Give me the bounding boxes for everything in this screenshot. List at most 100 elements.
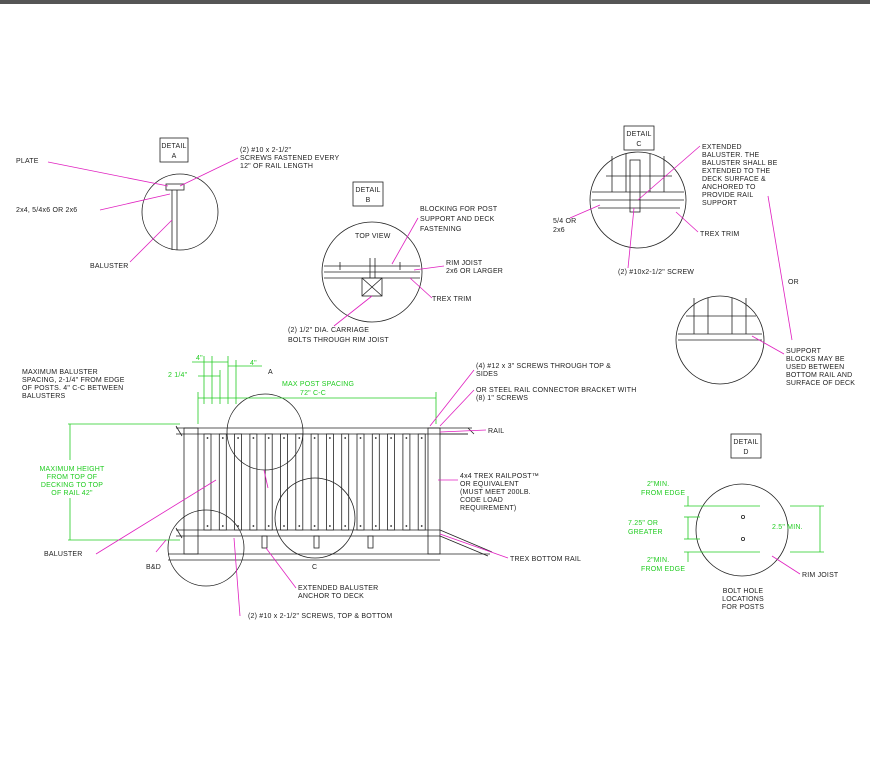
label-screws-top-line2: SIDES <box>476 371 498 378</box>
caption-line3: FOR POSTS <box>722 604 764 611</box>
screw-mark <box>283 525 285 527</box>
label-max-height-line3: DECKING TO TOP <box>41 482 103 489</box>
detail-d-bolt-hole <box>741 515 746 520</box>
leader-blocking <box>391 217 419 265</box>
leader-anchor <box>265 547 297 589</box>
rail-break-right <box>439 529 493 553</box>
label-blocking-line2: SUPPORT AND DECK <box>420 216 495 223</box>
label-support-line4: BOTTOM RAIL AND <box>786 372 852 379</box>
detail-b-tag-line1: DETAIL <box>355 187 380 194</box>
screw-mark <box>206 525 209 527</box>
balusters <box>203 433 426 531</box>
baluster <box>264 433 273 531</box>
leader-post-size <box>99 193 171 211</box>
detail-c-support-circle <box>675 295 765 385</box>
detail-c-tag-line2: C <box>636 141 641 148</box>
leader-screws-top-mid <box>263 469 269 489</box>
label-support-line3: USED BETWEEN <box>786 364 844 371</box>
label-dim-4-left: 4" <box>196 355 203 362</box>
label-bracket-line2: (8) 1" SCREWS <box>476 395 528 402</box>
label-min-bottom-line2: FROM EDGE <box>641 566 685 573</box>
extended-baluster-anchor <box>367 535 374 549</box>
leader-bracket <box>439 389 475 427</box>
label-railpost-line2: OR EQUIVALENT <box>460 481 519 488</box>
leader-extended <box>637 145 701 201</box>
callout-bd-label: B&D <box>146 564 161 571</box>
screw-mark <box>313 437 316 439</box>
label-top-view: TOP VIEW <box>355 233 391 240</box>
rail-break-left <box>175 527 183 539</box>
caption-line1: BOLT HOLE <box>723 588 764 595</box>
right-post <box>427 427 441 555</box>
rail-break-left <box>175 425 183 437</box>
label-max-height-line1: MAXIMUM HEIGHT <box>39 466 105 473</box>
screw-mark <box>390 525 392 527</box>
leader-bd <box>155 539 167 553</box>
label-support-line1: SUPPORT <box>786 348 822 355</box>
detail-d: DETAIL D 2"MIN. FROM EDGE 7.25" OR GREAT… <box>628 433 839 611</box>
screw-mark <box>359 437 362 439</box>
baluster <box>402 433 411 531</box>
baluster <box>371 433 380 531</box>
screw-mark <box>206 437 209 439</box>
label-max-height-line4: OF RAIL 42" <box>51 490 93 497</box>
label-extended-line6: ANCHORED TO <box>702 184 756 191</box>
leader-trim-b <box>409 277 433 299</box>
label-railpost-line5: REQUIREMENT) <box>460 505 516 512</box>
callout-circle-bd <box>167 509 245 587</box>
label-rim-joist-b-line2: 2x6 OR LARGER <box>446 268 503 275</box>
label-blocking-line1: BLOCKING FOR POST <box>420 206 498 213</box>
label-extended-line7: PROVIDE RAIL <box>702 192 753 199</box>
baluster <box>295 433 304 531</box>
label-screw-c: (2) #10x2-1/2" SCREW <box>618 269 694 276</box>
label-extended-line8: SUPPORT <box>702 200 738 207</box>
label-min-top-line1: 2"MIN. <box>647 481 669 488</box>
screw-mark <box>221 437 224 439</box>
screw-mark <box>344 525 347 527</box>
detail-d-tag-line1: DETAIL <box>733 439 758 446</box>
screw-mark <box>329 525 331 527</box>
detail-a-plate-rect <box>165 183 185 191</box>
label-railpost-line3: (MUST MEET 200LB. <box>460 489 531 496</box>
screw-mark <box>267 525 270 527</box>
screw-mark <box>283 437 285 439</box>
screw-mark <box>390 437 392 439</box>
leader-screws <box>179 157 239 187</box>
label-trex-trim-c: TREX TRIM <box>700 231 739 238</box>
label-spacing-line2: SPACING, 2-1/4" FROM EDGE <box>22 377 125 384</box>
leader-baluster <box>129 219 173 263</box>
label-extended-line2: BALUSTER. THE <box>702 152 759 159</box>
label-extended-line5: DECK SURFACE & <box>702 176 766 183</box>
callout-c-label: C <box>312 564 317 571</box>
label-railpost-line4: CODE LOAD <box>460 497 503 504</box>
detail-d-circle <box>695 483 789 577</box>
detail-a-tag-box <box>159 137 189 163</box>
label-bolts-line1: (2) 1/2" DIA. CARRIAGE <box>288 327 369 334</box>
label-spacing-line1: 7.25" OR <box>628 520 658 527</box>
screw-mark <box>329 437 331 439</box>
detail-b-circle <box>321 221 423 323</box>
callout-a-label: A <box>268 369 273 376</box>
detail-c-circle <box>589 151 687 249</box>
label-dim-4-right: 4" <box>250 360 257 367</box>
leader-screws-bottom <box>233 537 241 617</box>
label-extended-line3: BALUSTER SHALL BE <box>702 160 778 167</box>
label-screws-top-line1: (4) #12 x 3" SCREWS THROUGH TOP & <box>476 363 611 370</box>
label-spacing-line2: GREATER <box>628 529 663 536</box>
leader-screws-top <box>429 369 475 427</box>
screw-mark <box>237 437 240 439</box>
screw-mark <box>374 437 377 439</box>
window-top-border <box>0 0 870 4</box>
left-post <box>183 427 199 555</box>
screw-mark <box>313 525 316 527</box>
screw-mark <box>420 437 423 439</box>
extended-baluster-anchor <box>261 535 268 549</box>
label-extended-line1: EXTENDED <box>702 144 742 151</box>
leader-rail <box>439 429 487 433</box>
label-min-top-line2: FROM EDGE <box>641 490 685 497</box>
label-plate: PLATE <box>16 158 39 165</box>
label-screws-line1: (2) #10 x 2-1/2" <box>240 147 292 154</box>
label-extended-line4: EXTENDED TO THE <box>702 168 770 175</box>
leader-bolts <box>333 295 373 327</box>
